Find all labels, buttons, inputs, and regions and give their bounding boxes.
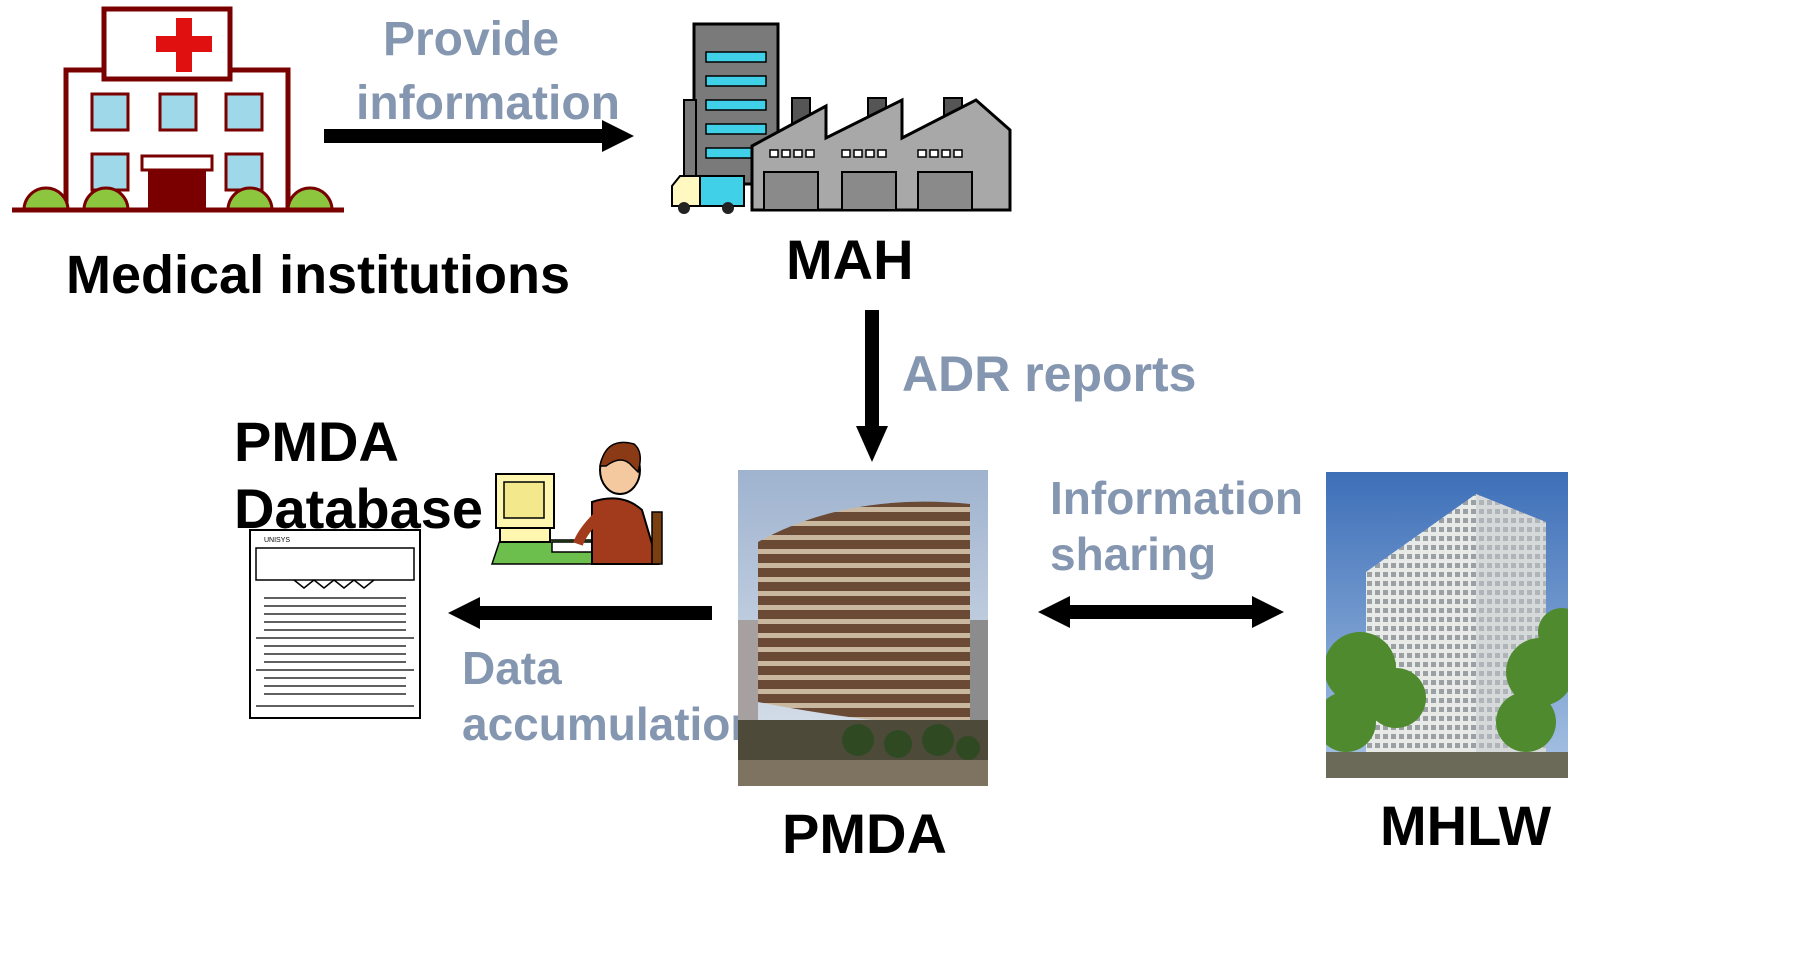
mah-label: MAH	[786, 228, 914, 291]
computer-user-icon	[482, 432, 666, 572]
pmda-building-photo	[738, 470, 988, 786]
provide-information-label: Provide information	[356, 13, 620, 130]
svg-text:UNISYS: UNISYS	[264, 537, 290, 544]
pmda-database-label: PMDA Database	[234, 410, 484, 540]
pmda-label: PMDA	[782, 802, 947, 865]
hospital-icon	[8, 6, 348, 216]
provide-information-arrow	[320, 118, 640, 154]
adr-reports-label: ADR reports	[902, 346, 1197, 402]
mhlw-label: MHLW	[1380, 794, 1552, 857]
information-sharing-label: Information sharing	[1050, 472, 1303, 580]
medical-institutions-label: Medical institutions	[66, 245, 571, 305]
adr-reports-arrow	[852, 308, 892, 466]
factory-icon	[666, 20, 1018, 216]
information-sharing-arrow	[1034, 592, 1288, 632]
data-accumulation-arrow	[444, 594, 716, 632]
server-icon: UNISYS	[244, 526, 426, 722]
mhlw-building-photo	[1326, 472, 1568, 778]
data-accumulation-label: Data accumulation	[462, 642, 759, 750]
